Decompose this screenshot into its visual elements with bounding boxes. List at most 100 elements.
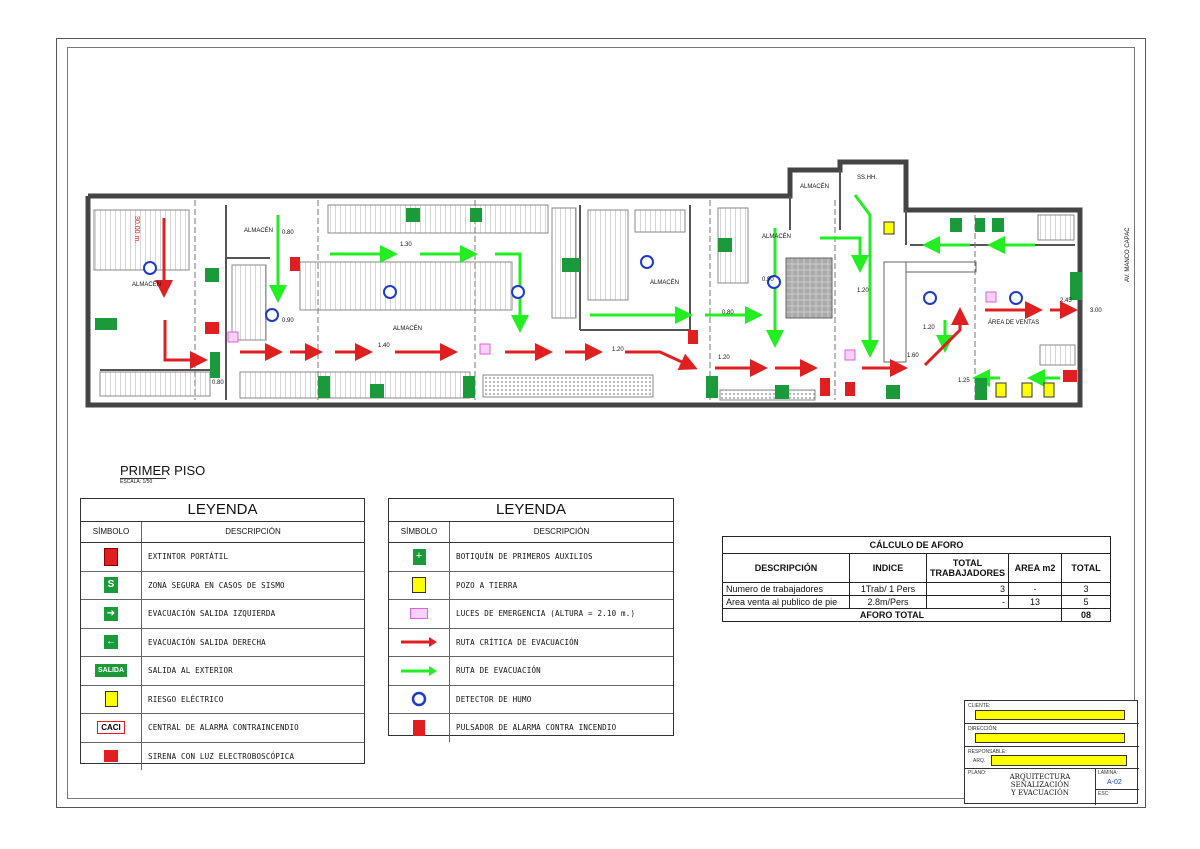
ruta-evacuacion-icon (401, 665, 437, 676)
walls (85, 159, 1083, 408)
legend-row: RUTA DE EVACUACIÓN (389, 657, 673, 686)
aforo-table: CÁLCULO DE AFORO DESCRIPCIÓN INDICE TOTA… (721, 536, 1112, 622)
zona-segura-icon: S (104, 577, 118, 594)
evac-derecha-icon: ← (104, 635, 118, 650)
extintor-icon (104, 547, 118, 566)
dim-label: 0.80 (282, 230, 294, 236)
legend-desc: SIRENA CON LUZ ELECTROBOSCÓPICA (148, 751, 295, 761)
dim-label: 1.30 (400, 242, 412, 248)
aforo-cell: 13 (1008, 595, 1063, 609)
pulsador-alarma-icon (413, 719, 425, 736)
legend-desc: LUCES DE EMERGENCIA (ALTURA = 2.10 m.) (456, 609, 636, 619)
detector-humo-icon (411, 692, 427, 707)
label-arq: ARQ. (973, 758, 986, 764)
aforo-cell: 5 (1061, 595, 1112, 609)
legend-row: PULSADOR DE ALARMA CONTRA INCENDIO (389, 714, 673, 742)
aforo-cell: - (1008, 582, 1063, 596)
lamina-value: A-02 (1107, 779, 1122, 786)
col-symbol: SÍMBOLO (389, 522, 450, 542)
field-direccion (975, 733, 1125, 743)
ruta-critica-icon (401, 637, 437, 648)
legend-row: DETECTOR DE HUMO (389, 685, 673, 714)
drawing-frame (67, 47, 1135, 799)
legend-desc: RIESGO ELÉCTRICO (148, 694, 224, 704)
sheet-border (56, 38, 1146, 808)
critical-route (155, 218, 1078, 377)
aforo-cell: 3 (925, 582, 1010, 596)
legend-row: ← EVACUACIÓN SALIDA DERECHA (81, 628, 364, 657)
dim-label: 0.90 (762, 277, 774, 283)
field-arq (991, 755, 1127, 766)
plano-line: Y EVACUACIÓN (1011, 789, 1069, 797)
aforo-row: Area venta al publico de pie 2.8m/Pers -… (722, 595, 1112, 609)
aforo-cell: 1Trab/ 1 Pers (849, 582, 927, 596)
legend-desc: BOTIQUÍN DE PRIMEROS AUXILIOS (456, 552, 593, 562)
legend-desc: ZONA SEGURA EN CASOS DE SISMO (148, 580, 285, 590)
aforo-cell: Area venta al publico de pie (722, 595, 850, 609)
legend-row: SALIDA SALIDA AL EXTERIOR (81, 657, 364, 686)
label-esc: ESC: (1098, 791, 1110, 797)
label-lamina: LÁMINA: (1098, 770, 1119, 776)
room-label: SS.HH. (857, 175, 878, 181)
dim-label: 2.45 (1060, 298, 1072, 304)
riesgo-electrico-signs (883, 221, 1055, 398)
label-cliente: CLIENTE: (968, 703, 991, 709)
room-label: ALMACÉN (244, 228, 274, 234)
botiquin-icon: + (412, 548, 426, 565)
legend-row: RIESGO ELÉCTRICO (81, 685, 364, 714)
riesgo-electrico-icon (104, 691, 118, 708)
legend-desc: RUTA CRÍTICA DE EVACUACIÓN (456, 637, 579, 647)
dim-label: 1.20 (857, 288, 869, 294)
legend-desc: PULSADOR DE ALARMA CONTRA INCENDIO (456, 723, 617, 733)
emergency-lights (227, 291, 997, 361)
dim-label: 0.90 (282, 318, 294, 324)
legend-title: LEYENDA (81, 499, 364, 522)
legend-row: POZO A TIERRA (389, 571, 673, 600)
col-symbol: SÍMBOLO (81, 522, 142, 542)
signage (95, 208, 1082, 400)
dim-label: 1.25 (958, 378, 970, 384)
dim-label: 1.60 (907, 353, 919, 359)
room-label: ALMACÉN (132, 282, 162, 288)
legend-desc: EXTINTOR PORTÁTIL (148, 552, 229, 562)
legend-desc: EVACUACIÓN SALIDA IZQUIERDA (148, 609, 276, 619)
plano-name: ARQUITECTURA SEÑALIZACIÓN Y EVACUACIÓN (1005, 773, 1075, 797)
aforo-row: Numero de trabajadores 1Trab/ 1 Pers 3 -… (722, 582, 1112, 596)
dim-label: 1.20 (718, 355, 730, 361)
legend-row: ➔ EVACUACIÓN SALIDA IZQUIERDA (81, 600, 364, 629)
room-label: ÁREA DE VENTAS (988, 320, 1040, 326)
dim-length: 30.00 m. (133, 216, 140, 244)
legend-row: RUTA CRÍTICA DE EVACUACIÓN (389, 628, 673, 657)
legend-row: + BOTIQUÍN DE PRIMEROS AUXILIOS (389, 543, 673, 572)
legend-row: LUCES DE EMERGENCIA (ALTURA = 2.10 m.) (389, 600, 673, 629)
plano-line: SEÑALIZACIÓN (1010, 781, 1070, 789)
aforo-cell: 2.8m/Pers (849, 595, 927, 609)
plan-title: PRIMER PISO (120, 463, 206, 478)
aforo-title: CÁLCULO DE AFORO (721, 536, 1112, 554)
dim-label: 0.80 (212, 380, 224, 386)
legend-row: EXTINTOR PORTÁTIL (81, 543, 364, 572)
sirena-icon (104, 750, 118, 763)
aforo-cell: - (925, 595, 1010, 609)
aforo-total-label: AFORO TOTAL (721, 608, 1063, 622)
title-block: CLIENTE: DIRECCIÓN: RESPONSABLE: ARQ. PL… (964, 700, 1139, 805)
aforo-header: INDICE (849, 553, 927, 583)
room-label: ALMACÉN (650, 280, 680, 286)
plano-line: ARQUITECTURA (1009, 773, 1071, 781)
label-responsable: RESPONSABLE: (968, 749, 1007, 755)
aforo-header: TOTAL (1061, 553, 1112, 583)
aforo-header: DESCRIPCIÓN (722, 553, 850, 583)
legend-desc: POZO A TIERRA (456, 580, 518, 590)
pozo-tierra-icon (412, 577, 426, 594)
shelving (93, 204, 1076, 401)
aforo-cell: 3 (1061, 582, 1112, 596)
label-plano: PLANO: (968, 770, 987, 776)
evac-izquierda-icon: ➔ (104, 606, 118, 621)
room-label: ALMACÉN (762, 234, 792, 240)
legend-desc: CENTRAL DE ALARMA CONTRAINCENDIO (148, 723, 299, 733)
aforo-cell: Numero de trabajadores (722, 582, 850, 596)
smoke-detectors (143, 255, 1023, 322)
